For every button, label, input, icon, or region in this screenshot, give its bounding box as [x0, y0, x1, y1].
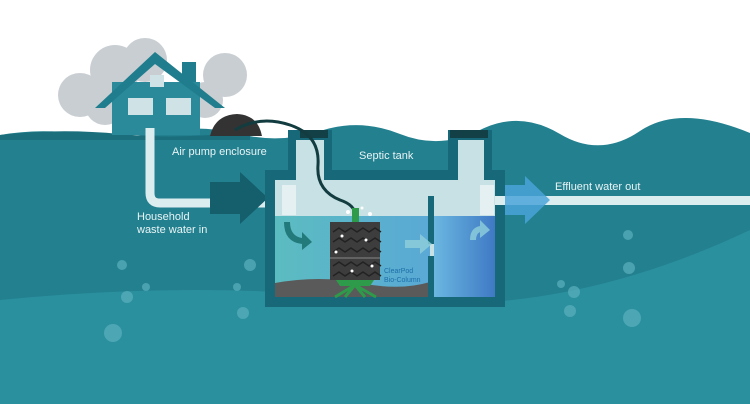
- clearpod-biocolumn: [330, 206, 382, 299]
- effluent-label: Effluent water out: [555, 181, 641, 193]
- air-pump-enclosure: [210, 114, 262, 136]
- household-label-line1: Household: [137, 211, 190, 223]
- flow-arrows: [405, 220, 490, 254]
- clearpod-label-line1: ClearPod: [384, 268, 414, 275]
- household-label-line2: waste water in: [137, 224, 208, 236]
- bubbles: [104, 230, 641, 342]
- outflow-arrow: [505, 176, 550, 224]
- air-hose: [234, 119, 357, 216]
- air-pump-label: Air pump enclosure: [172, 146, 267, 158]
- septic-tank-label: Septic tank: [359, 150, 414, 162]
- house: [95, 52, 225, 135]
- inlet-pipe: [145, 128, 280, 208]
- settling-arrow: [284, 222, 312, 250]
- inflow-arrow: [210, 172, 268, 224]
- outlet-pipe: [495, 196, 750, 205]
- clearpod-label-line2: Bio-Column: [384, 277, 421, 284]
